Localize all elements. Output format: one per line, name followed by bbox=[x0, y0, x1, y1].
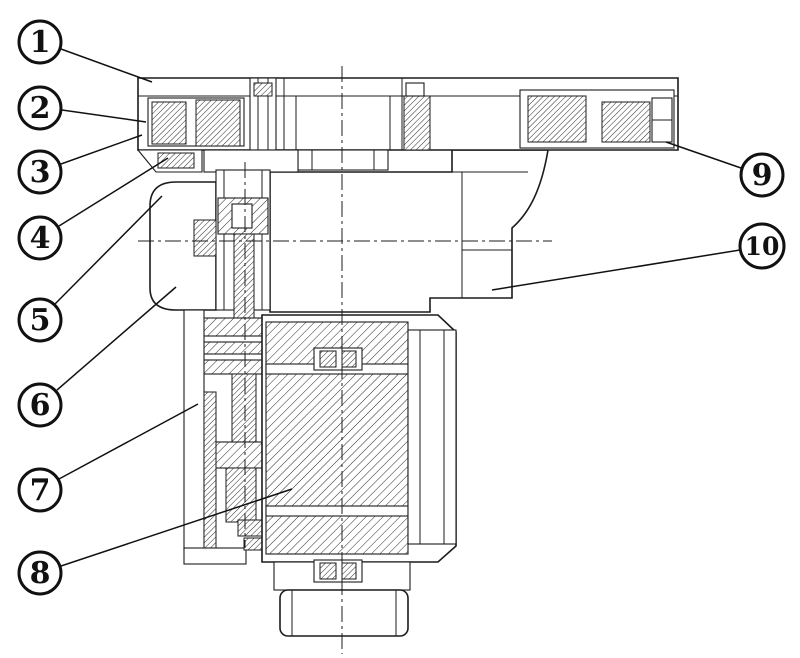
gearbox-assembly bbox=[149, 169, 275, 565]
callout-6: 6 bbox=[17, 286, 177, 428]
top-bearing-hatch-b bbox=[341, 350, 357, 368]
gearbox-foot bbox=[183, 547, 247, 565]
callout-5-circle bbox=[17, 297, 63, 343]
top-flange-assembly bbox=[137, 77, 679, 171]
bottom-bearing-hatch-a bbox=[319, 562, 337, 580]
right-bearing-hatch-b bbox=[601, 101, 651, 143]
callout-1-circle bbox=[17, 19, 63, 65]
callout-9: 9 bbox=[665, 141, 785, 198]
callout-2-label: 2 bbox=[30, 91, 51, 126]
callout-9-circle bbox=[739, 152, 785, 198]
gear-head-slot bbox=[231, 203, 253, 229]
left-bolt-head bbox=[253, 82, 273, 97]
callout-1-leader bbox=[60, 48, 153, 83]
callout-3: 3 bbox=[17, 134, 143, 195]
callout-9-leader bbox=[665, 141, 742, 169]
right-bearing-hatch-a bbox=[527, 95, 587, 143]
flange-to-gearbox-joint bbox=[203, 149, 299, 173]
callout-6-leader bbox=[56, 286, 177, 391]
bottom-cylinder bbox=[279, 589, 409, 637]
top-bearing-hatch-a bbox=[319, 350, 337, 368]
lower-shaft bbox=[231, 373, 257, 443]
callout-2-circle bbox=[17, 85, 63, 131]
left-bearing-hatch-b bbox=[195, 99, 241, 147]
right-bolt-hatch bbox=[403, 95, 431, 151]
callout-5-label: 5 bbox=[30, 303, 51, 338]
callout-8-circle bbox=[17, 550, 63, 596]
callout-5-leader bbox=[54, 195, 163, 305]
callout-4-label: 4 bbox=[30, 221, 51, 256]
spline-shaft bbox=[225, 467, 257, 523]
callouts: 1 2 3 4 5 6 7 bbox=[17, 19, 786, 596]
callout-1: 1 bbox=[17, 19, 153, 83]
callout-8-leader bbox=[60, 488, 293, 567]
callout-10: 10 bbox=[491, 222, 786, 291]
right-bolt-head bbox=[405, 82, 425, 97]
callout-4: 4 bbox=[17, 157, 169, 261]
callout-10-label: 10 bbox=[745, 232, 780, 261]
callout-10-circle bbox=[738, 222, 786, 270]
centerlines bbox=[138, 66, 552, 654]
side-block bbox=[193, 219, 217, 257]
callout-7-leader bbox=[58, 403, 199, 480]
gearbox-inner-wall bbox=[203, 391, 217, 549]
left-step-hatch bbox=[157, 152, 195, 169]
callout-8-label: 8 bbox=[30, 556, 51, 591]
callout-6-label: 6 bbox=[30, 388, 51, 423]
callout-5: 5 bbox=[17, 195, 163, 343]
callout-2: 2 bbox=[17, 85, 147, 131]
callout-1-label: 1 bbox=[30, 25, 51, 60]
stator-plate bbox=[407, 329, 457, 545]
lower-gear bbox=[207, 441, 267, 469]
callout-3-circle bbox=[17, 149, 63, 195]
callout-9-label: 9 bbox=[752, 158, 773, 193]
callout-8: 8 bbox=[17, 488, 293, 596]
coupler-hatch-a bbox=[237, 519, 263, 537]
rotor-gap-bottom bbox=[265, 505, 409, 517]
motor-assembly bbox=[261, 314, 457, 637]
callout-10-leader bbox=[491, 249, 741, 291]
callout-7-label: 7 bbox=[30, 473, 51, 508]
upper-shaft bbox=[233, 233, 255, 319]
callout-7: 7 bbox=[17, 403, 199, 513]
coupler-hatch-b bbox=[243, 537, 265, 551]
callout-6-circle bbox=[17, 382, 63, 428]
callout-2-leader bbox=[61, 109, 147, 123]
bell-housing bbox=[149, 181, 217, 311]
callout-3-label: 3 bbox=[30, 155, 51, 190]
bottom-bearing-hatch-b bbox=[341, 562, 357, 580]
gearbox-left-wall bbox=[183, 309, 205, 551]
callout-7-circle bbox=[17, 467, 63, 513]
callout-4-circle bbox=[17, 215, 63, 261]
left-bearing-hatch-a bbox=[151, 101, 187, 145]
callout-4-leader bbox=[58, 157, 169, 227]
callout-3-leader bbox=[60, 134, 143, 165]
